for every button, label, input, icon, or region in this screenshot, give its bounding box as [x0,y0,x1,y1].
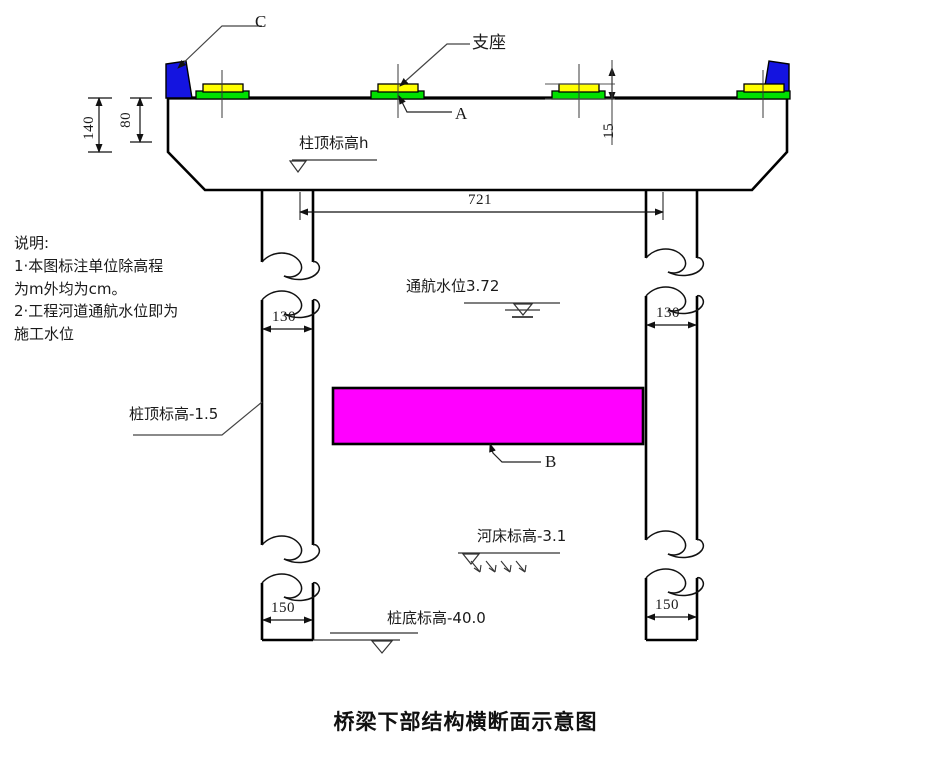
dimension-cap-height [88,97,112,153]
elevation-symbol-riverbed [458,552,560,573]
dimension-label-column-width-left: 130 [272,309,296,325]
elevation-symbol-navigation-water [464,302,560,318]
notes-heading: 说明: [14,234,50,252]
elevation-symbol-pile-bottom [313,632,418,654]
notes-line-3: 2·工程河道通航水位即为 [14,302,179,321]
callout-label-tiebeam-b: B [545,452,557,471]
elevation-label-pile-bottom: 桩底标高-40.0 [387,609,486,627]
bearing-pad-1 [195,70,250,118]
leader-deck-a [398,95,452,113]
notes-line-4: 施工水位 [14,325,75,344]
leader-bearing [399,43,470,87]
elevation-label-riverbed: 河床标高-3.1 [477,527,567,545]
elevation-leader-pile-top [133,401,263,436]
dimension-deck-thickness [130,97,152,143]
elevation-label-navigation-water: 通航水位3.72 [406,277,500,295]
elevation-symbol-column-top [288,159,377,174]
notes-line-2: 为m外均为cm。 [14,279,127,298]
callout-label-guardrail-c: C [255,12,267,31]
callout-label-bearing: 支座 [472,33,506,53]
dimension-label-pile-width-right: 150 [655,597,679,613]
callout-label-deck-a: A [455,104,468,123]
elevation-label-pile-top: 桩顶标高-1.5 [129,405,219,423]
cap-beam-outline [166,96,789,192]
tie-beam [331,386,645,446]
pile-left [260,390,321,642]
column-right [644,190,705,390]
notes-block: 说明: 1·本图标注单位除高程 为m外均为cm。 2·工程河道通航水位即为 施工… [14,232,254,346]
dimension-bearing-height [545,60,616,145]
dimension-label-bearing-height: 15 [601,122,618,139]
bearing-pad-4 [736,70,791,118]
bearing-pad-2 [370,64,425,118]
elevation-label-column-top: 柱顶标高h [299,134,369,152]
leader-tiebeam-b [489,443,541,463]
notes-line-1: 1·本图标注单位除高程 [14,256,164,275]
dimension-label-deck-thickness: 80 [118,111,135,128]
dimension-label-column-width-right: 130 [656,305,680,321]
column-left [260,190,321,390]
pile-right [644,390,705,642]
leader-guardrail-c [177,25,262,69]
dimension-span [299,192,664,220]
figure-title: 桥梁下部结构横断面示意图 [333,710,598,734]
dimension-label-span: 721 [468,192,492,208]
dimension-label-pile-width-left: 150 [271,600,295,616]
dimension-label-cap-height: 140 [81,115,98,140]
